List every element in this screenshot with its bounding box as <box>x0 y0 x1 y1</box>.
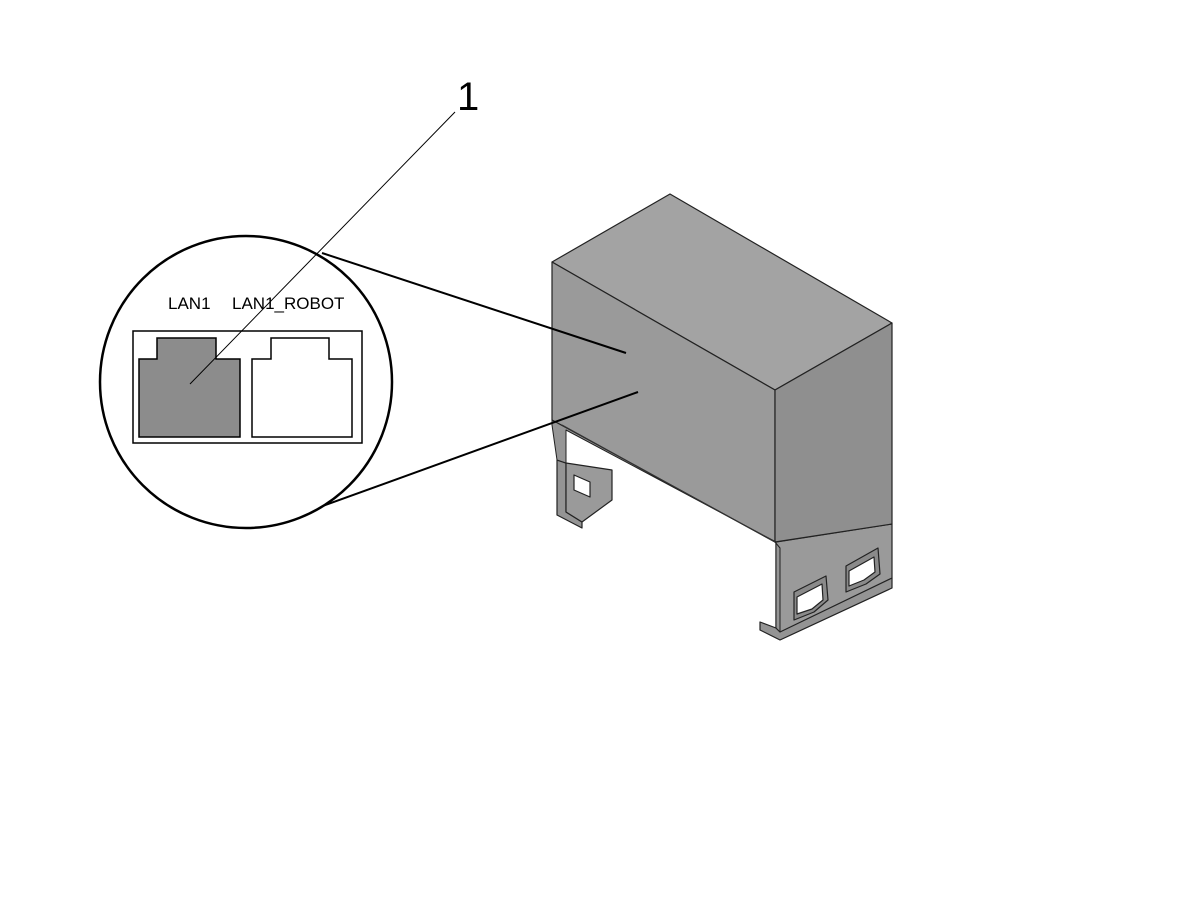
callout-leader-line <box>189 111 456 385</box>
port-lan1-robot: LAN1_ROBOT <box>232 294 353 438</box>
callout-1: 1 <box>189 75 479 385</box>
box-band-edge <box>561 424 776 543</box>
port-lan1-robot-jack <box>251 337 353 438</box>
callout-number: 1 <box>457 75 479 119</box>
bracket-slot-2 <box>845 547 881 593</box>
port-lan1-robot-label: LAN1_ROBOT <box>232 294 344 313</box>
port-lan1-jack <box>138 337 241 438</box>
box-front-lower-band <box>551 419 781 633</box>
box-side-face <box>774 322 893 543</box>
bracket-left-slot <box>573 474 591 498</box>
device-unit <box>551 193 893 641</box>
port-lan1-label: LAN1 <box>168 294 211 313</box>
port-lan1: LAN1 <box>138 294 241 438</box>
detail-magnifier: LAN1 LAN1_ROBOT <box>98 234 639 530</box>
magnifier-leader-lower <box>269 391 639 526</box>
bracket-slot-1 <box>793 575 829 621</box>
magnifier-leader-upper <box>321 252 627 354</box>
